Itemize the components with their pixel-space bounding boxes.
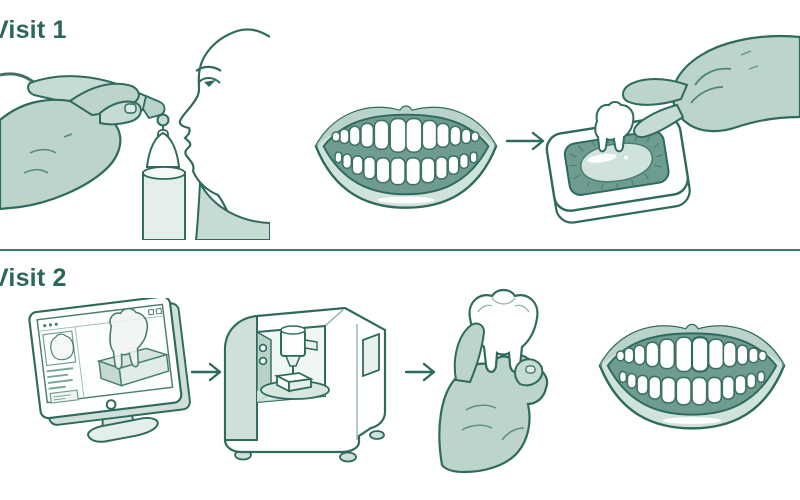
cad-monitor-tooth-design-icon xyxy=(28,298,191,443)
body-fold-lines xyxy=(324,309,358,440)
visit1-step-prep-scene xyxy=(0,25,270,240)
sidebar-tooth-thumbnail xyxy=(42,330,77,367)
palm-creases xyxy=(461,404,525,441)
visit2-arrow-2 xyxy=(404,360,438,384)
crown-cusp-lines xyxy=(477,297,530,313)
left-pillar xyxy=(224,314,258,441)
visit2-arrow-1 xyxy=(190,360,224,384)
dental-handpiece-and-patient-icon xyxy=(0,28,270,240)
lower-teeth xyxy=(334,151,478,186)
lower-teeth xyxy=(618,370,766,406)
fingernail xyxy=(525,365,536,374)
mouth-with-new-crown-icon xyxy=(598,323,786,430)
milling-block-platform xyxy=(260,372,330,400)
milling-spindle xyxy=(280,325,318,378)
dentist-hand-icon xyxy=(0,82,142,211)
window-controls xyxy=(43,322,58,328)
sidebar-text-lines xyxy=(46,367,74,390)
upper-teeth xyxy=(615,336,768,373)
upper-lip xyxy=(315,106,497,147)
lower-lip-highlight xyxy=(662,417,722,424)
lower-lip-highlight xyxy=(377,196,435,204)
visit2-label: Visit 2 xyxy=(0,264,67,292)
pupil xyxy=(204,80,216,87)
patient-profile-icon xyxy=(178,28,270,240)
arrow-right-icon xyxy=(404,362,436,382)
mouth-teeth-icon xyxy=(314,105,498,209)
monitor-base xyxy=(87,417,159,443)
visit1-label: Visit 1 xyxy=(0,16,67,44)
upper-lip xyxy=(599,325,785,366)
arrow-right-icon xyxy=(190,362,222,382)
hand-holding-crown-icon xyxy=(438,288,549,474)
window-button xyxy=(155,307,163,315)
hand-placing-tooth-in-impression-tray-icon xyxy=(545,34,800,224)
visit2-step-crown-scene xyxy=(432,280,572,485)
scaler-tip-cone-icon xyxy=(142,129,186,240)
side-access-panel xyxy=(362,332,380,378)
sidebar-panel-lines xyxy=(53,394,71,401)
thumb xyxy=(453,322,486,384)
upper-teeth xyxy=(331,117,480,153)
visit2-step-milling-scene xyxy=(213,292,413,467)
section-divider xyxy=(0,249,800,251)
visit1-step-impression-scene xyxy=(545,25,800,225)
visit2-step-design-scene xyxy=(25,298,195,463)
tooth-icon xyxy=(594,101,635,153)
hand-icon xyxy=(622,34,800,139)
shoulder xyxy=(194,179,270,240)
cad-tooth-model xyxy=(109,307,149,370)
eye-icon xyxy=(198,77,221,84)
new-crown-tooth xyxy=(690,336,710,373)
eyebrow xyxy=(195,65,222,72)
visit2-step-result-scene xyxy=(594,303,790,445)
visit1-step-mouth-scene xyxy=(310,85,502,224)
visit1-arrow xyxy=(505,129,547,153)
arrow-right-icon xyxy=(505,131,545,151)
milling-machine-icon xyxy=(223,306,387,463)
window-button xyxy=(147,308,155,316)
monitor-power-button xyxy=(105,399,117,410)
impression-material xyxy=(580,142,653,183)
